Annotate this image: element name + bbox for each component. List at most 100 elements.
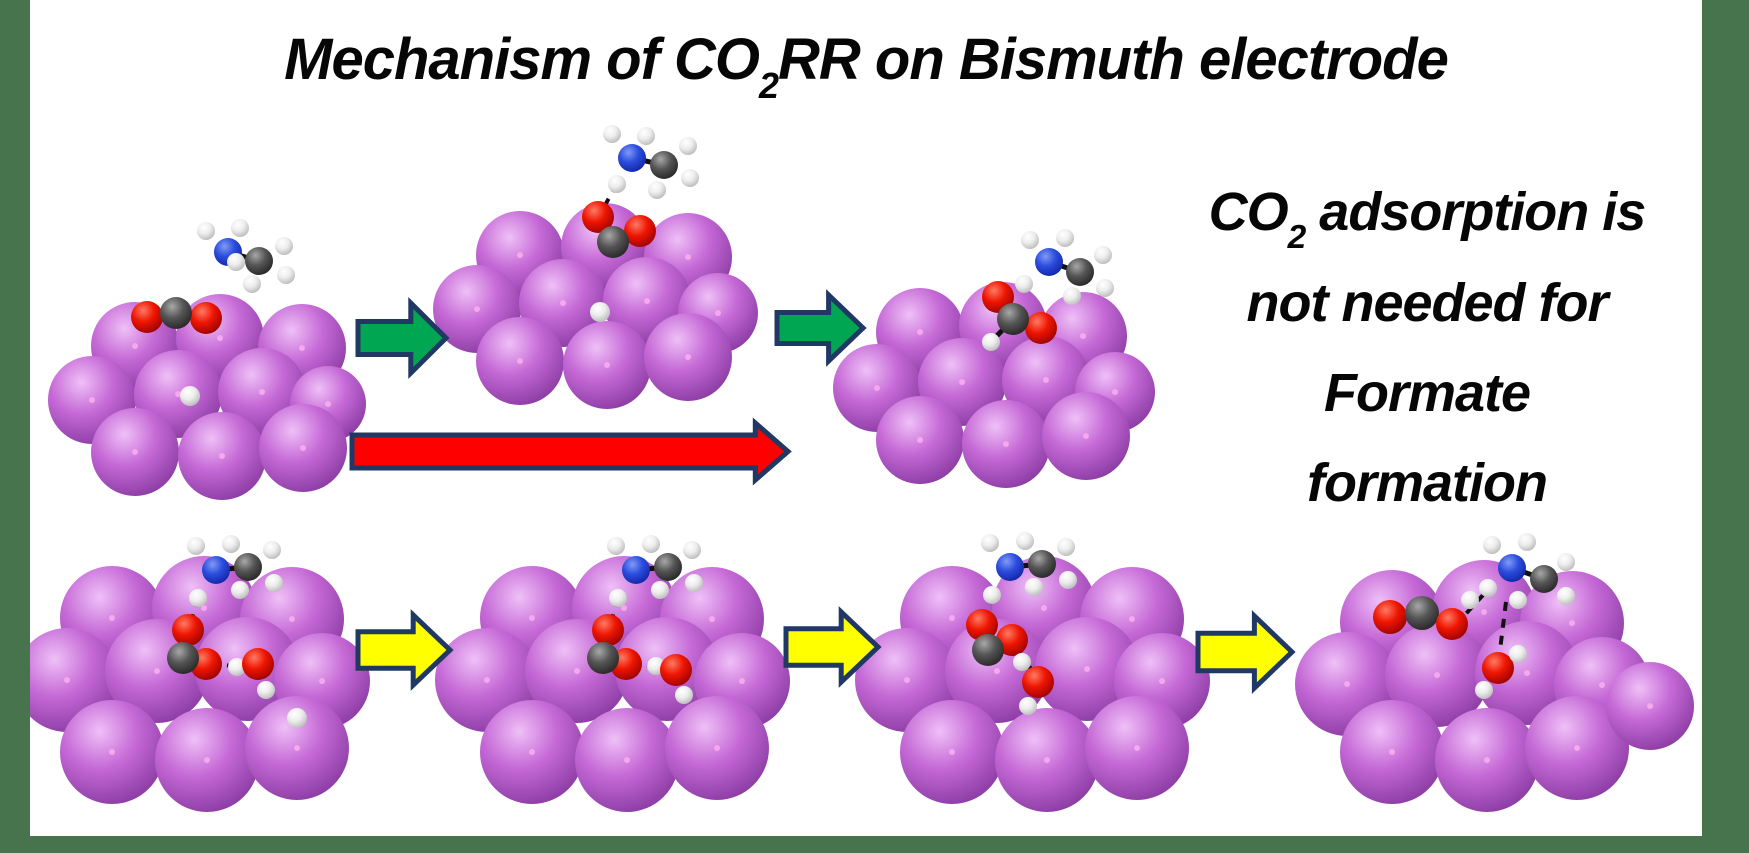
h-atom [1518, 533, 1536, 551]
h-atom [1096, 279, 1114, 297]
bi-atom-highlight [1344, 681, 1350, 687]
cluster-top-formate [833, 229, 1155, 488]
bi-atom-highlight [685, 254, 691, 260]
h-atom [275, 237, 293, 255]
bi-atom-highlight [1044, 757, 1050, 763]
h-atom [231, 581, 249, 599]
n-atom [1498, 554, 1526, 582]
conclusion-co2: CO [1208, 182, 1289, 242]
cluster-top-initial-co2-gas [48, 219, 366, 500]
n-atom [1035, 248, 1063, 276]
h-atom [1475, 681, 1493, 699]
h-atom [1021, 231, 1039, 249]
bi-atom-highlight [904, 677, 910, 683]
h-atom [1509, 645, 1527, 663]
title-subscript: 2 [759, 65, 779, 107]
h-atom [608, 175, 626, 193]
bi-atom-highlight [917, 329, 923, 335]
bi-atom-highlight [917, 437, 923, 443]
c-atom [1530, 565, 1558, 593]
n-atom [996, 553, 1024, 581]
h-atom [1056, 229, 1074, 247]
conclusion-text: CO2 adsorption is not needed for Formate… [1146, 168, 1708, 528]
c-atom [997, 303, 1029, 335]
bi-atom-highlight [1134, 745, 1140, 751]
o-atom [1022, 666, 1054, 698]
bi-atom-highlight [1159, 678, 1165, 684]
bi-atom-highlight [644, 298, 650, 304]
bi-atom-highlight [484, 677, 490, 683]
h-atom [1025, 578, 1043, 596]
h-atom [590, 302, 610, 322]
bi-atom-highlight [319, 678, 325, 684]
bi-atom-highlight [1112, 389, 1118, 395]
h-atom [287, 708, 307, 728]
h-atom [1063, 287, 1081, 305]
bi-atom-highlight [1041, 605, 1047, 611]
o-atom [592, 614, 624, 646]
o-atom [660, 654, 692, 686]
c-atom [650, 151, 678, 179]
c-atom [587, 642, 619, 674]
title-text-rest: RR on Bismuth electrode [778, 27, 1449, 92]
h-atom [1019, 697, 1037, 715]
frame-border-right [1702, 0, 1749, 853]
bi-atom-highlight [154, 668, 160, 674]
conclusion-line-2: not needed for [1246, 273, 1609, 334]
bi-atom-highlight [300, 445, 306, 451]
h-atom [243, 275, 261, 293]
bi-atom-highlight [529, 615, 535, 621]
o-atom [242, 648, 274, 680]
h-atom [187, 537, 205, 555]
bi-atom-highlight [949, 749, 955, 755]
h-atom [1013, 653, 1031, 671]
frame-border-left [0, 0, 30, 853]
bi-atom-highlight [1484, 757, 1490, 763]
bi-atom-highlight [714, 745, 720, 751]
h-atom [231, 219, 249, 237]
bi-atom-highlight [204, 757, 210, 763]
h-atom [265, 574, 283, 592]
bi-atom-highlight [624, 757, 630, 763]
h-atom [675, 686, 693, 704]
h-atom [982, 333, 1000, 351]
bi-atom-highlight [109, 615, 115, 621]
h-atom [603, 125, 621, 143]
bi-atom-highlight [132, 449, 138, 455]
cluster-bottom-co2-water-a [15, 535, 370, 812]
h-atom [1461, 591, 1479, 609]
c-atom [160, 297, 192, 329]
c-atom [167, 642, 199, 674]
bi-atom-highlight [709, 616, 715, 622]
bi-atom-highlight [132, 343, 138, 349]
bi-atom-highlight [109, 749, 115, 755]
h-atom [683, 541, 701, 559]
o-atom [1025, 312, 1057, 344]
bi-atom-highlight [715, 310, 721, 316]
h-atom [609, 589, 627, 607]
bi-atom-highlight [1599, 682, 1605, 688]
bi-atom-highlight [621, 605, 627, 611]
bi-atom-highlight [1481, 609, 1487, 615]
o-atom [582, 201, 614, 233]
cluster-bottom-formate-desorbing [1295, 533, 1694, 812]
bi-atom-highlight [560, 300, 566, 306]
c-atom [972, 634, 1004, 666]
bi-atom-highlight [1003, 441, 1009, 447]
h-atom [1509, 591, 1527, 609]
bi-atom-highlight [325, 401, 331, 407]
h-atom [1059, 571, 1077, 589]
bi-atom-highlight [1434, 672, 1440, 678]
h-atom [1016, 532, 1034, 550]
bi-atom-highlight [1129, 616, 1135, 622]
bi-atom-highlight [294, 745, 300, 751]
h-atom [642, 535, 660, 553]
h-atom [189, 589, 207, 607]
conclusion-line-4: formation [1307, 452, 1548, 513]
c-atom [1028, 550, 1056, 578]
bi-atom-highlight [1569, 620, 1575, 626]
o-atom [966, 609, 998, 641]
bi-atom-highlight [474, 306, 480, 312]
